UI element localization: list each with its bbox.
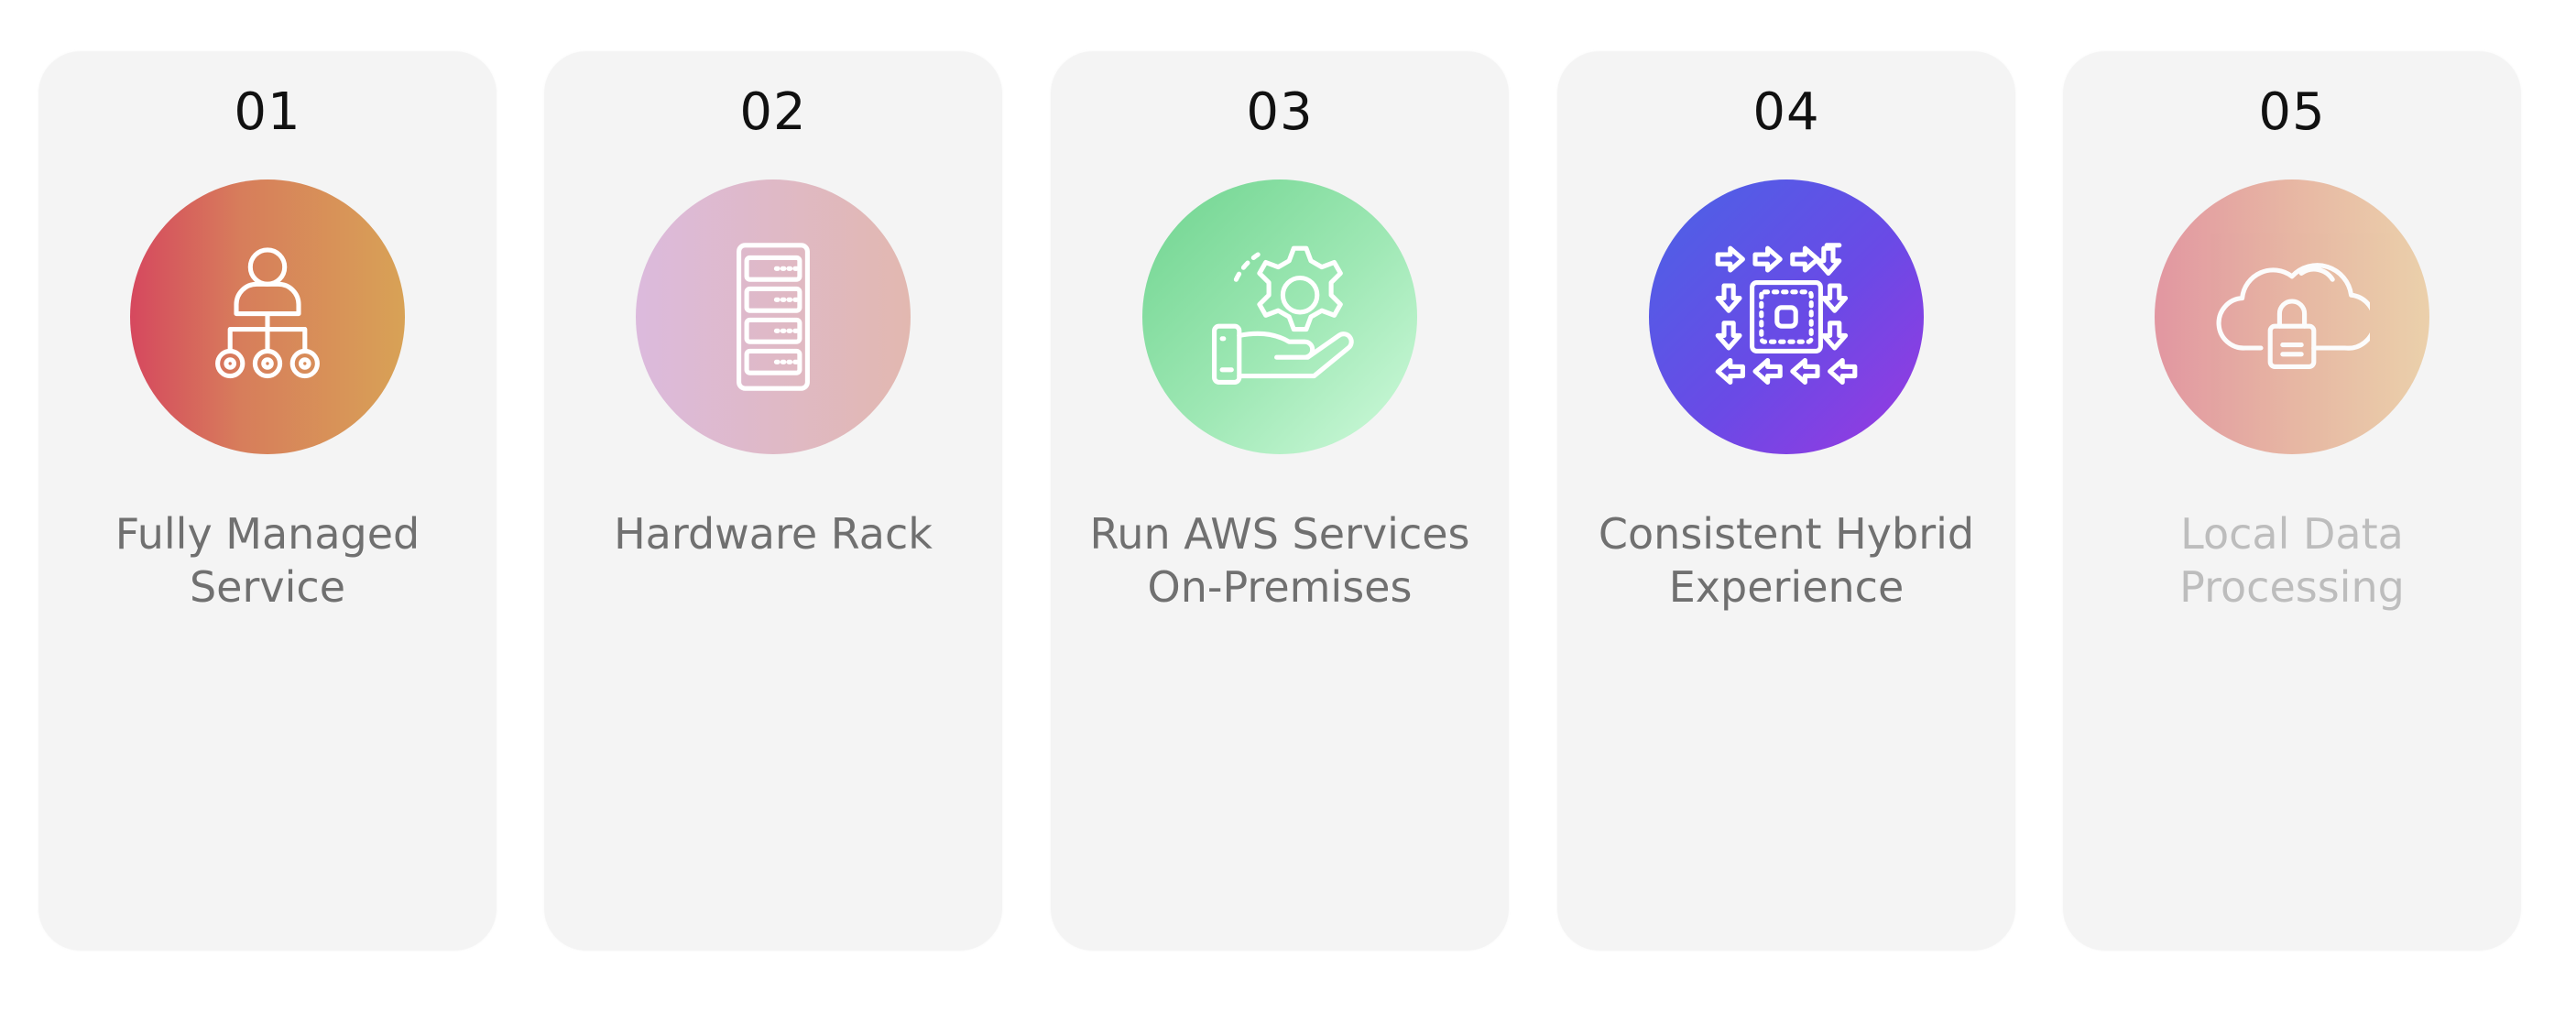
cloud-lock-icon: [2216, 263, 2370, 369]
card-title: Fully Managed Service: [115, 509, 420, 612]
chip-arrows-icon: [1715, 243, 1858, 385]
feature-card-2: 02 Hardware Rack: [544, 51, 1002, 951]
icon-circle: [1142, 179, 1417, 454]
card-number: 01: [234, 82, 301, 142]
icon-circle: [2155, 179, 2429, 454]
icon-circle: [636, 179, 911, 454]
server-rack-icon: [737, 243, 810, 391]
icon-circle: [130, 179, 405, 454]
icon-circle: [1649, 179, 1924, 454]
card-title: Local Data Processing: [2179, 509, 2405, 612]
hand-gear-icon: [1212, 245, 1354, 385]
feature-card-4: 04 Consistent Hybrid Experience: [1557, 51, 2015, 951]
card-number: 04: [1752, 82, 1820, 142]
feature-card-1: 01 Fully Managed Service: [38, 51, 497, 951]
card-number: 05: [2258, 82, 2326, 142]
user-network-icon: [215, 247, 320, 379]
card-number: 03: [1246, 82, 1314, 142]
feature-card-5: 05 Local Data Processing: [2063, 51, 2521, 951]
card-number: 02: [739, 82, 807, 142]
card-title: Hardware Rack: [614, 509, 933, 559]
feature-card-3: 03 Run AWS Services On-Premises: [1051, 51, 1509, 951]
card-title: Consistent Hybrid Experience: [1598, 509, 1975, 612]
card-title: Run AWS Services On-Premises: [1089, 509, 1470, 612]
